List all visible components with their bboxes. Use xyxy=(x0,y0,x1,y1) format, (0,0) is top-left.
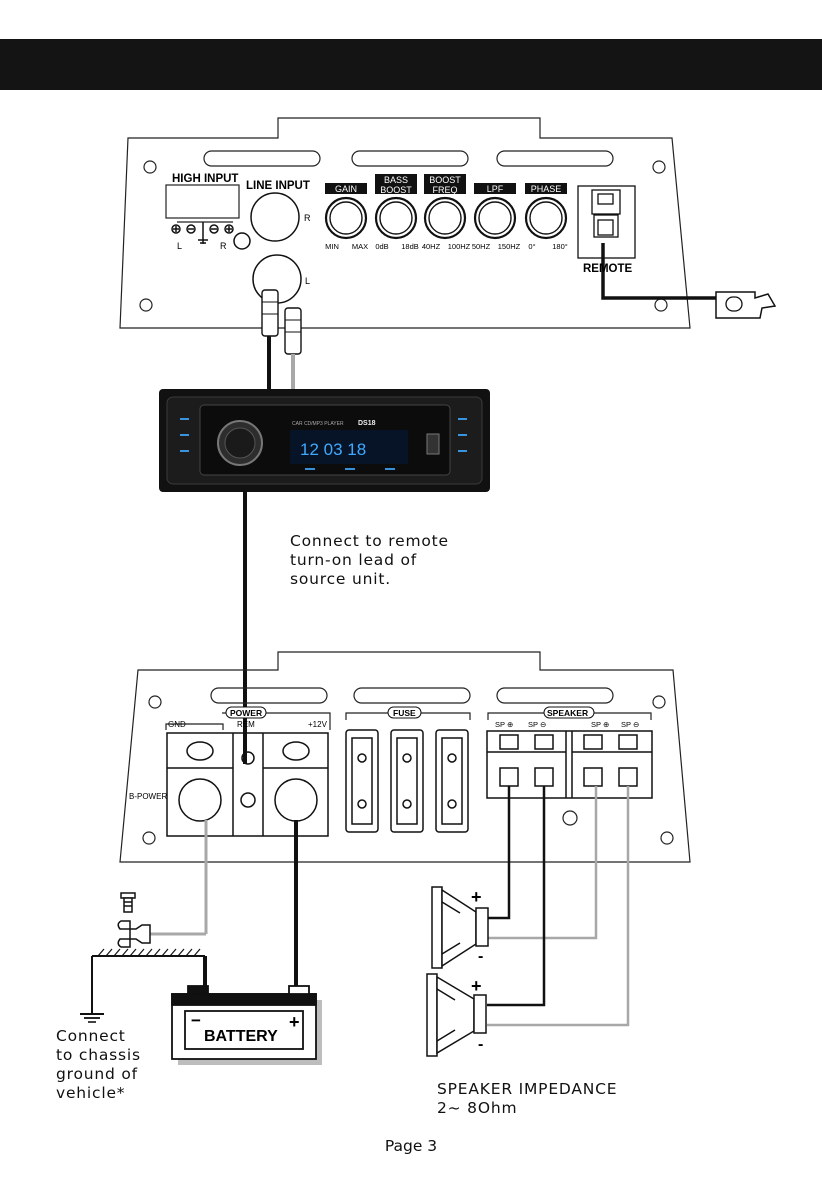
speaker-label: SPEAKER xyxy=(547,708,588,718)
control-range-min: 50HZ xyxy=(472,242,491,251)
power-terminal-block xyxy=(166,732,329,837)
head-unit-model: CAR CD/MP3 PLAYER xyxy=(292,421,344,427)
control-range-min: 0dB xyxy=(375,242,388,251)
control-range-min: 0° xyxy=(528,242,535,251)
amp-input-panel xyxy=(119,117,691,329)
control-knob-1 xyxy=(374,196,418,240)
head-unit: 12 03 18 CAR CD/MP3 PLAYER DS18 xyxy=(159,389,490,492)
line-input-r: R xyxy=(304,213,311,223)
control-label-4: PHASE xyxy=(525,183,567,194)
control-range-max: 18dB xyxy=(401,242,419,251)
header-bar xyxy=(0,39,822,90)
control-range-min: 40HZ xyxy=(422,242,441,251)
high-input-terminals xyxy=(171,222,234,244)
high-input-l: L xyxy=(177,241,182,251)
line-input-jacks xyxy=(233,192,302,304)
control-label-text: LPF xyxy=(487,184,504,194)
speaker-1-plus: + xyxy=(471,887,482,907)
rem-label: REM xyxy=(237,720,255,729)
control-label-text: FREQ xyxy=(432,185,457,195)
sp-terminal-1: SP ⊕ xyxy=(495,720,513,729)
high-input-label: HIGH INPUT xyxy=(172,173,238,185)
control-range-max: 180° xyxy=(552,242,568,251)
line-input-l: L xyxy=(305,276,310,286)
speaker-2-plus: + xyxy=(471,976,482,996)
line-input-label: LINE INPUT xyxy=(246,180,310,192)
power-label: POWER xyxy=(230,708,262,718)
bracket-labels xyxy=(225,706,595,719)
control-range-max: 150HZ xyxy=(498,242,521,251)
page-number: Page 3 xyxy=(384,1137,438,1155)
control-label-text: GAIN xyxy=(335,184,357,194)
sp-terminal-3: SP ⊕ xyxy=(591,720,609,729)
bpower-label: B-POWER xyxy=(129,792,167,801)
control-label-3: LPF xyxy=(474,183,516,194)
speaker-2-minus: - xyxy=(478,1036,483,1053)
control-label-text: BOOST xyxy=(429,175,461,185)
battery xyxy=(171,985,322,1065)
control-knob-0 xyxy=(324,196,368,240)
gnd-label: GND xyxy=(168,720,186,729)
control-knob-4 xyxy=(524,196,568,240)
speaker-2 xyxy=(426,973,487,1057)
remote-label: REMOTE xyxy=(583,263,633,275)
control-range-max: MAX xyxy=(352,242,368,251)
battery-plus: + xyxy=(289,1012,300,1032)
high-input-r: R xyxy=(220,241,227,251)
ground-caption: Connect to chassis ground of vehicle* xyxy=(56,1027,141,1102)
ground-wiring xyxy=(80,820,208,1023)
speaker-1 xyxy=(431,886,489,969)
control-knob-3 xyxy=(473,196,517,240)
plus12-label: +12V xyxy=(308,720,328,729)
speaker-terminal-block xyxy=(486,730,653,799)
sp-terminal-2: SP ⊖ xyxy=(528,720,546,729)
control-label-text: PHASE xyxy=(531,184,562,194)
control-label-text: BASS xyxy=(384,175,408,185)
chassis-hatch xyxy=(97,948,201,957)
control-range-max: 100HZ xyxy=(448,242,471,251)
battery-minus: − xyxy=(191,1011,201,1030)
remote-connector xyxy=(577,185,777,319)
head-unit-display: 12 03 18 xyxy=(300,440,366,459)
remote-caption: Connect to remote turn-on lead of source… xyxy=(290,532,449,588)
sp-terminal-4: SP ⊖ xyxy=(621,720,639,729)
speaker-impedance-caption: SPEAKER IMPEDANCE 2~ 8Ohm xyxy=(437,1080,618,1117)
rca-cables xyxy=(261,289,302,390)
control-label-0: GAIN xyxy=(325,183,367,194)
control-range-min: MIN xyxy=(325,242,339,251)
fuses xyxy=(345,729,469,833)
fuse-label: FUSE xyxy=(393,708,416,718)
battery-label: BATTERY xyxy=(204,1028,278,1045)
control-knob-2 xyxy=(423,196,467,240)
speaker-wiring xyxy=(487,786,630,1027)
head-unit-brand: DS18 xyxy=(358,420,376,427)
control-label-text: BOOST xyxy=(380,185,412,195)
speaker-1-minus: - xyxy=(478,948,483,965)
